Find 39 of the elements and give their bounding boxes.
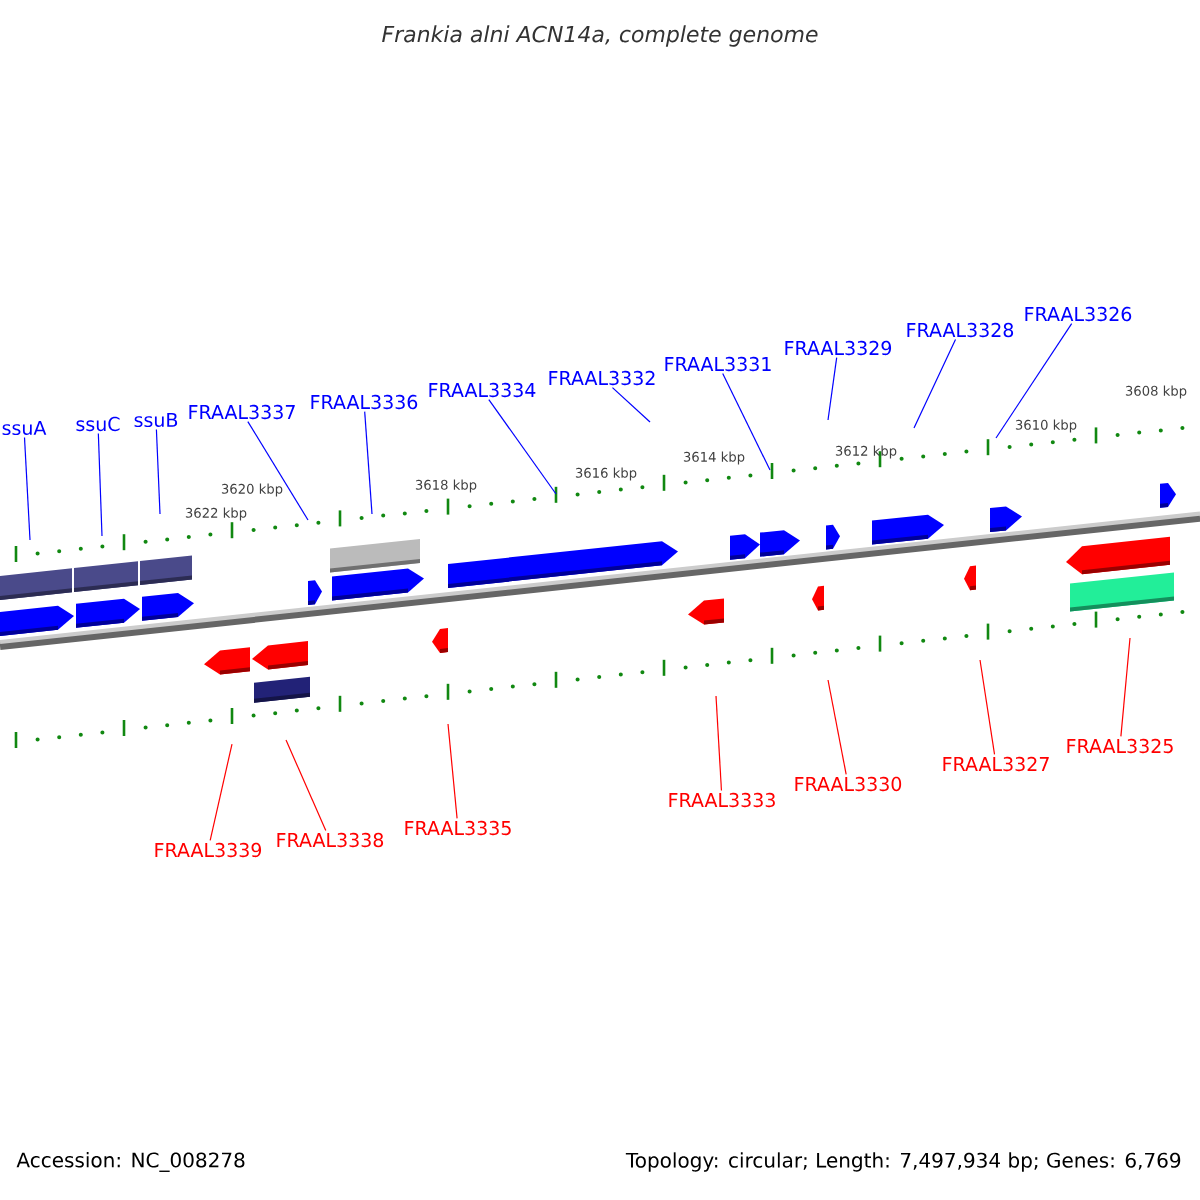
gene-label: FRAAL3333 bbox=[669, 792, 775, 808]
leader-line bbox=[209, 743, 233, 842]
leader-line bbox=[285, 739, 327, 832]
gene-label: FRAAL3326 bbox=[1025, 306, 1132, 322]
leader-line bbox=[827, 357, 838, 421]
leader-line bbox=[23, 436, 31, 541]
gene-label: FRAAL3337 bbox=[189, 404, 295, 420]
gene-label: FRAAL3338 bbox=[277, 832, 384, 848]
gene-label: FRAAL3327 bbox=[943, 756, 1049, 772]
leader-line bbox=[364, 411, 373, 515]
gene-label: FRAAL3335 bbox=[405, 820, 511, 836]
gene-label: FRAAL3325 bbox=[1067, 738, 1173, 754]
leader-line bbox=[979, 659, 996, 756]
leader-line bbox=[1120, 637, 1131, 738]
gene-label: FRAAL3339 bbox=[155, 842, 262, 858]
gene-label: FRAAL3330 bbox=[795, 776, 902, 792]
leader-line bbox=[611, 387, 651, 423]
gene-label: ssuC bbox=[76, 416, 120, 432]
gene-label: ssuA bbox=[2, 420, 47, 436]
title: Frankia alni ACN14a, complete genome bbox=[382, 25, 818, 47]
gene-label: ssuB bbox=[134, 412, 178, 428]
gene-label: FRAAL3331 bbox=[665, 356, 771, 372]
genome-info-text: Topology: circular; Length: 7,497,934 bp; Genes: 6,769 bbox=[625, 1152, 1181, 1172]
accession-text: Accession: NC_008278 bbox=[16, 1152, 245, 1172]
leader-line bbox=[995, 323, 1073, 439]
gene-label: FRAAL3334 bbox=[429, 382, 536, 398]
gene-label: FRAAL3329 bbox=[785, 340, 892, 356]
leader-line bbox=[722, 373, 771, 471]
leader-line bbox=[247, 421, 309, 521]
leader-line bbox=[488, 399, 557, 495]
leader-line bbox=[97, 433, 103, 537]
leader-line bbox=[715, 695, 723, 792]
leader-line bbox=[827, 679, 847, 776]
leader-line bbox=[155, 428, 161, 515]
leader-line bbox=[913, 339, 957, 429]
gene-label: FRAAL3328 bbox=[907, 322, 1014, 338]
gene-label: FRAAL3336 bbox=[311, 394, 418, 410]
gene-label: FRAAL3332 bbox=[549, 370, 655, 386]
leader-line bbox=[447, 723, 458, 820]
